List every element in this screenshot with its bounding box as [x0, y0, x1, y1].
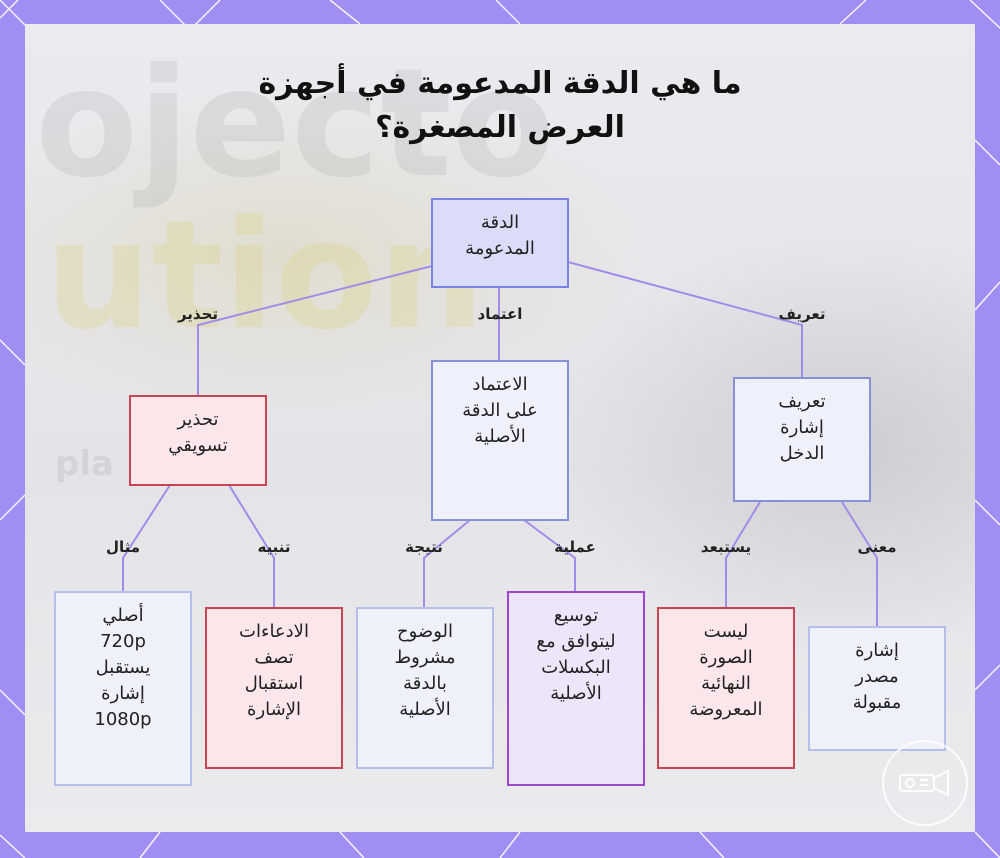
- node-root-label: الدقة المدعومة: [465, 212, 535, 259]
- node-define-label: تعريف إشارة الدخل: [778, 391, 826, 464]
- edge-native-scaling: [523, 519, 576, 592]
- edge-label-meaning: معنى: [857, 538, 897, 556]
- projector-icon: [882, 740, 968, 826]
- node-notfinal-label: ليست الصورة النهائية المعروضة: [689, 621, 763, 720]
- node-not-final-image: ليست الصورة النهائية المعروضة: [657, 607, 795, 769]
- node-clarity-label: الوضوح مشروط بالدقة الأصلية: [394, 621, 456, 720]
- background-text-2: ution: [45, 189, 485, 363]
- node-accepted-label: إشارة مصدر مقبولة: [852, 640, 902, 713]
- edge-warning-claims: [228, 484, 275, 608]
- node-input-signal-definition: تعريف إشارة الدخل: [733, 377, 871, 502]
- node-clarity: الوضوح مشروط بالدقة الأصلية: [356, 607, 494, 769]
- title-line-1: ما هي الدقة المدعومة في أجهزة: [258, 66, 742, 101]
- node-warning-label: تحذير تسويقي: [168, 409, 228, 456]
- background-text: ojecto: [35, 37, 555, 211]
- edge-root-warning: [197, 265, 433, 396]
- node-accepted-signal: إشارة مصدر مقبولة: [808, 626, 946, 751]
- node-claims: الادعاءات تصف استقبال الإشارة: [205, 607, 343, 769]
- edge-native-clarity: [423, 519, 471, 608]
- node-scaling-label: توسيع ليتوافق مع البكسلات الأصلية: [536, 605, 616, 704]
- edge-label-definition: تعريف: [778, 305, 826, 323]
- edge-warning-example: [122, 484, 171, 592]
- node-scaling: توسيع ليتوافق مع البكسلات الأصلية: [507, 591, 645, 786]
- node-supported-resolution: الدقة المدعومة: [431, 198, 569, 288]
- node-example-label: أصلي 720p يستقبل إشارة 1080p: [94, 605, 152, 730]
- edge-label-result: نتيجة: [405, 538, 443, 556]
- edge-define-notfinal: [725, 501, 761, 608]
- title-line-2: العرض المصغرة؟: [375, 110, 625, 145]
- node-example: أصلي 720p يستقبل إشارة 1080p: [54, 591, 192, 786]
- edge-label-process: عملية: [554, 538, 596, 556]
- node-native-resolution: الاعتماد على الدقة الأصلية: [431, 360, 569, 521]
- edge-label-reliance: اعتماد: [477, 305, 523, 323]
- edge-define-accepted: [841, 501, 878, 626]
- background-text-3: pla: [55, 444, 114, 484]
- edge-label-example: مثال: [105, 538, 141, 556]
- edge-label-alert: تنبيه: [257, 538, 291, 556]
- node-claims-label: الادعاءات تصف استقبال الإشارة: [239, 621, 309, 720]
- edge-label-excludes: يستبعد: [700, 538, 752, 556]
- node-native-label: الاعتماد على الدقة الأصلية: [462, 374, 538, 447]
- node-marketing-warning: تحذير تسويقي: [129, 395, 267, 486]
- edge-label-warning: تحذير: [177, 305, 219, 323]
- edge-root-define: [567, 261, 803, 378]
- diagram-title: ما هي الدقة المدعومة في أجهزة العرض المص…: [0, 62, 1000, 150]
